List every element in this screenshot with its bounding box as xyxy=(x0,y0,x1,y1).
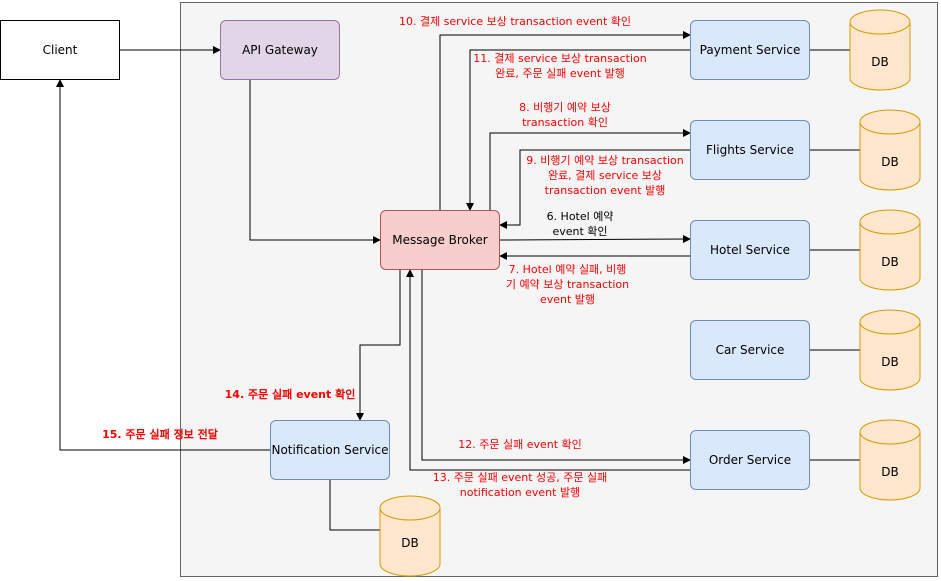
car-service-node: Car Service xyxy=(690,320,810,380)
client-node: Client xyxy=(0,20,120,80)
label-step14-line1: 14. 주문 실패 event 확인 xyxy=(224,388,356,401)
db-car-icon xyxy=(859,309,921,391)
label-step6-line1: 6. Hotel 예약 xyxy=(546,210,614,223)
db-payment-label: DB xyxy=(871,55,888,69)
db-hotel-icon xyxy=(859,209,921,291)
label-step7: 7. Hotel 예약 실패, 비행 기 예약 보상 transaction e… xyxy=(500,262,635,307)
db-notification-label: DB xyxy=(401,536,418,550)
label-step14: 14. 주문 실패 event 확인 xyxy=(220,387,360,402)
label-step12: 12. 주문 실패 event 확인 xyxy=(450,437,590,452)
label-step9: 9. 비행기 예약 보상 transaction 완료, 결제 service … xyxy=(520,153,690,198)
label-step15-line1: 15. 주문 실패 정보 전달 xyxy=(102,428,218,441)
db-hotel-label: DB xyxy=(881,255,898,269)
db-cylinders xyxy=(379,9,921,577)
label-step11-line1: 11. 결제 service 보상 transaction xyxy=(473,52,647,65)
label-step15: 15. 주문 실패 정보 전달 xyxy=(85,427,235,442)
message-broker-label: Message Broker xyxy=(392,233,488,247)
notification-service-node: Notification Service xyxy=(270,420,390,480)
edge-step12 xyxy=(421,270,691,464)
label-step10: 10. 결제 service 보상 transaction event 확인 xyxy=(395,14,635,29)
label-step12-line1: 12. 주문 실패 event 확인 xyxy=(458,438,582,451)
db-notification-icon xyxy=(379,495,441,577)
label-step13: 13. 주문 실패 event 성공, 주문 실패 notification e… xyxy=(425,470,615,500)
label-step9-line3: transaction event 발행 xyxy=(544,184,666,197)
car-service-label: Car Service xyxy=(715,343,785,357)
edge-step14 xyxy=(356,270,401,421)
flights-service-node: Flights Service xyxy=(690,120,810,180)
client-label: Client xyxy=(42,43,78,57)
db-order-icon xyxy=(859,419,921,501)
api-gateway-label: API Gateway xyxy=(242,43,318,57)
order-service-label: Order Service xyxy=(708,453,792,467)
edge-step11 xyxy=(466,49,690,211)
message-broker-node: Message Broker xyxy=(380,210,500,270)
label-step11-line2: 완료, 주문 실패 event 발행 xyxy=(495,67,625,80)
label-step9-line1: 9. 비행기 예약 보상 transaction xyxy=(526,154,684,167)
label-step8-line1: 8. 비행기 예약 보상 xyxy=(519,101,611,114)
label-step8: 8. 비행기 예약 보상 transaction 확인 xyxy=(505,100,625,130)
label-step7-line2: 기 예약 보상 transaction xyxy=(505,278,630,291)
db-order-label: DB xyxy=(881,465,898,479)
edge-step15 xyxy=(56,79,270,451)
notification-service-label: Notification Service xyxy=(271,443,389,457)
edge-step13 xyxy=(406,269,690,471)
edge-gateway-broker xyxy=(249,80,381,244)
service-boundary xyxy=(180,2,938,577)
payment-service-label: Payment Service xyxy=(699,43,801,57)
order-service-node: Order Service xyxy=(690,430,810,490)
api-gateway-node: API Gateway xyxy=(220,20,340,80)
label-step11: 11. 결제 service 보상 transaction 완료, 주문 실패 … xyxy=(470,51,650,81)
edge-step8 xyxy=(489,129,691,210)
payment-service-node: Payment Service xyxy=(690,20,810,80)
label-step9-line2: 완료, 결제 service 보상 xyxy=(547,169,663,182)
label-step13-line1: 13. 주문 실패 event 성공, 주문 실패 xyxy=(432,471,608,484)
edge-step9 xyxy=(499,149,690,229)
hotel-service-node: Hotel Service xyxy=(690,220,810,280)
edge-step10 xyxy=(439,31,691,210)
label-step7-line1: 7. Hotel 예약 실패, 비행 xyxy=(508,263,627,276)
db-car-label: DB xyxy=(881,355,898,369)
label-step10-line1: 10. 결제 service 보상 transaction event 확인 xyxy=(398,15,632,28)
hotel-service-label: Hotel Service xyxy=(710,243,790,257)
label-step13-line2: notification event 발행 xyxy=(459,486,581,499)
db-flights-label: DB xyxy=(881,155,898,169)
db-flights-icon xyxy=(859,109,921,191)
label-step6: 6. Hotel 예약 event 확인 xyxy=(530,209,630,239)
flights-service-label: Flights Service xyxy=(706,143,794,157)
edge-step6 xyxy=(499,235,691,244)
label-step6-line2: event 확인 xyxy=(552,225,608,238)
label-step7-line3: event 발행 xyxy=(539,293,596,306)
db-payment-icon xyxy=(849,9,911,91)
label-step8-line2: transaction 확인 xyxy=(522,116,608,129)
